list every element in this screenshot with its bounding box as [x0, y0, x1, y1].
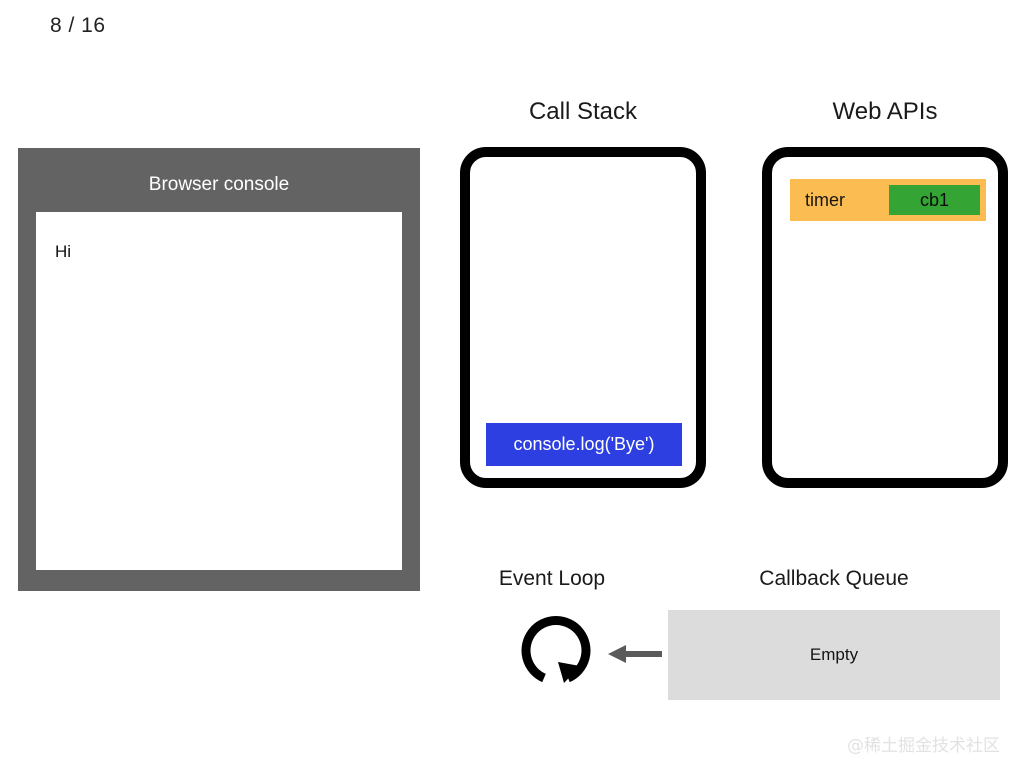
- call-stack-frame-label: console.log('Bye'): [513, 434, 655, 454]
- web-apis-title: Web APIs: [832, 98, 938, 125]
- call-stack-panel: console.log('Bye'): [460, 147, 706, 488]
- event-loop-title: Event Loop: [498, 567, 606, 590]
- browser-console-output: Hi: [36, 212, 402, 570]
- browser-console-title: Browser console: [148, 174, 290, 195]
- callback-queue-status: Empty: [809, 645, 859, 664]
- console-log-line: Hi: [55, 242, 72, 261]
- slide-counter: 8 / 16: [50, 14, 106, 37]
- web-api-timer-label: timer: [805, 189, 845, 210]
- callback-queue-title: Callback Queue: [759, 567, 909, 590]
- web-apis-panel: timer cb1: [762, 147, 1008, 488]
- web-api-callback-badge: cb1: [889, 185, 980, 215]
- left-arrow-icon: [608, 645, 662, 663]
- watermark: @稀土掘金技术社区: [847, 736, 1000, 756]
- call-stack-title: Call Stack: [528, 98, 638, 125]
- callback-queue-box: Empty: [668, 610, 1000, 700]
- call-stack-frame: console.log('Bye'): [486, 423, 682, 466]
- web-api-callback-label: cb1: [919, 189, 950, 210]
- web-api-timer-entry: timer cb1: [790, 179, 986, 221]
- circular-arrow-icon: [521, 616, 591, 683]
- browser-console-panel: Browser console Hi: [18, 148, 420, 591]
